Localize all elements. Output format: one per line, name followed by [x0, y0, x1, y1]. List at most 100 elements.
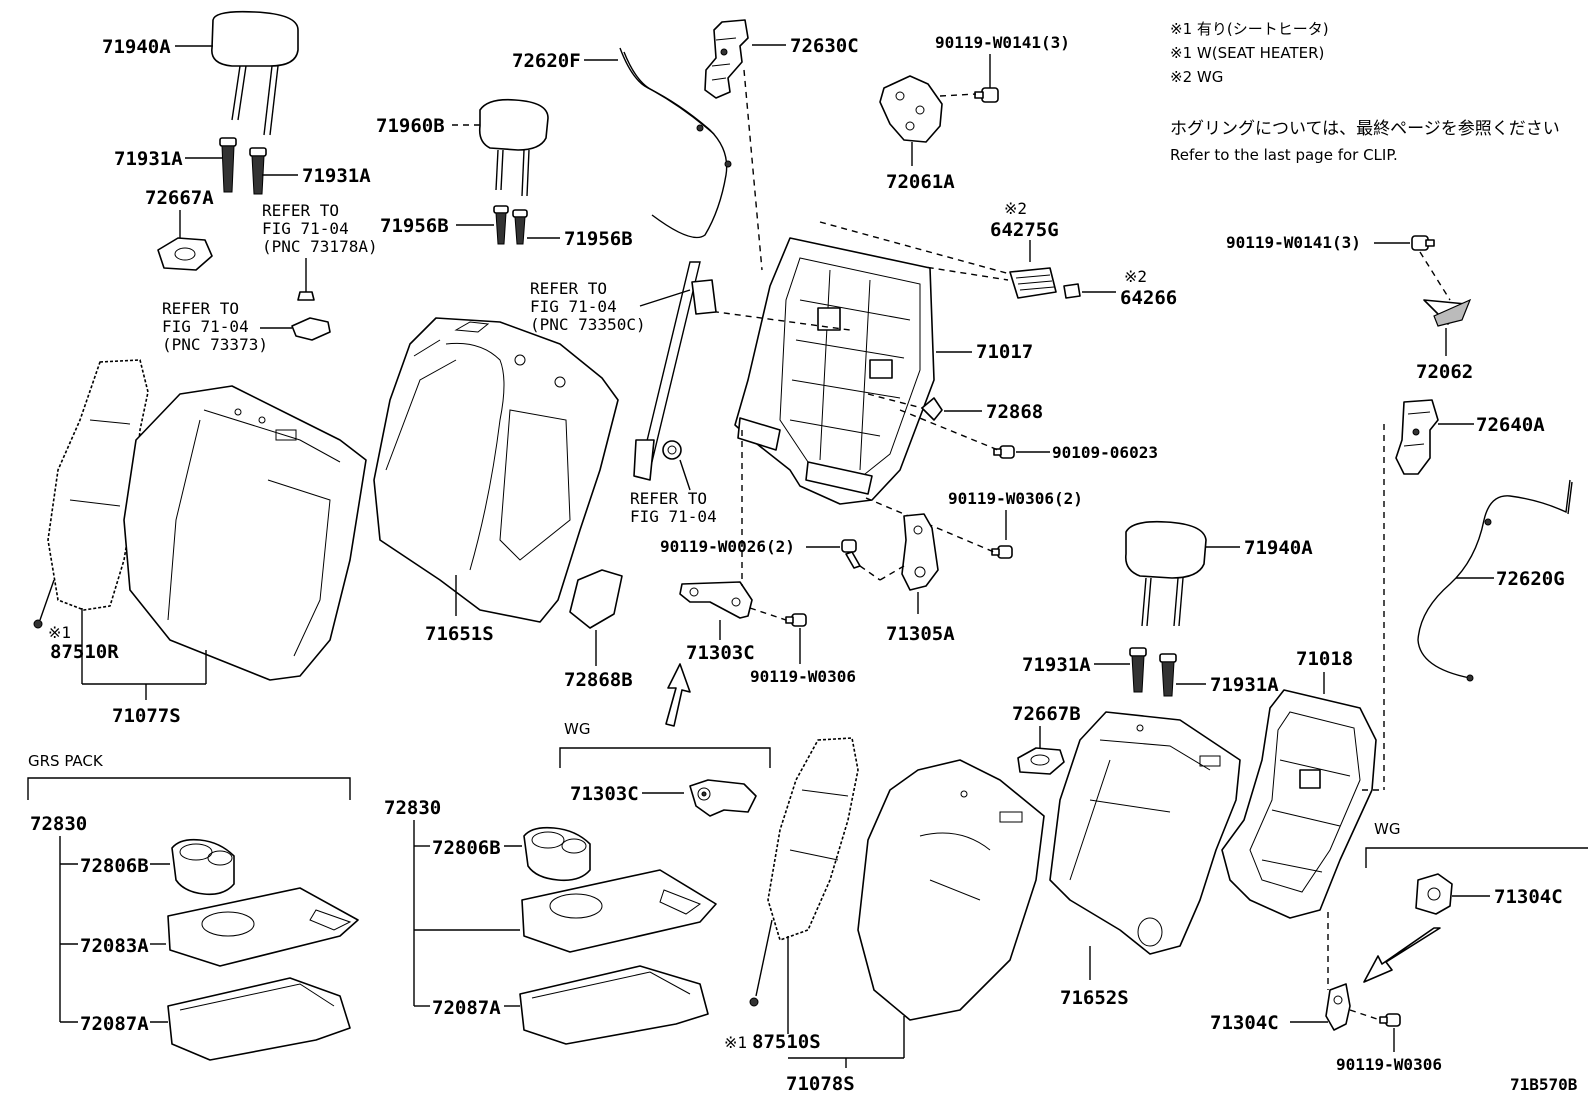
figure-id: 71B570B [1510, 1075, 1578, 1094]
headrest-71960B[interactable] [478, 98, 549, 197]
arrow-up-indicator [665, 663, 691, 727]
label-72667A: 72667A [145, 187, 214, 209]
cable-72620F[interactable] [619, 47, 732, 239]
bolt-90119-W0306-a[interactable] [785, 613, 807, 627]
label-72830-left: 72830 [30, 813, 87, 835]
bolt-90119-W0141-top[interactable] [974, 87, 999, 103]
mark-1-87510R: ※1 [48, 623, 71, 642]
ref-pnc-73373[interactable]: REFER TO FIG 71-04 (PNC 73373) [162, 299, 268, 354]
cover-72868B[interactable] [569, 569, 623, 629]
seat-heater-87510R[interactable] [33, 359, 149, 629]
bracket-72062[interactable] [1423, 298, 1472, 327]
hinge-71303C-a[interactable] [679, 581, 753, 619]
label-72620F: 72620F [512, 50, 581, 72]
mark-1-87510S: ※1 [724, 1033, 747, 1052]
hinge-71304C-b[interactable] [1325, 983, 1351, 1031]
switch-64275G[interactable] [1009, 267, 1057, 299]
label-71931A-right-2: 71931A [1210, 674, 1279, 696]
svg-text:FIG 71-04: FIG 71-04 [162, 317, 249, 336]
seatback-cover-71078S[interactable] [857, 759, 1045, 1021]
armrest-72083A[interactable] [167, 887, 359, 967]
label-72630C: 72630C [790, 35, 859, 57]
bolt-90119-W0306-2[interactable] [991, 545, 1013, 559]
label-71078S: 71078S [786, 1073, 855, 1095]
note-wg: ※2 WG [1170, 68, 1223, 86]
ref-pnc-73178A[interactable]: REFER TO FIG 71-04 (PNC 73178A) [262, 201, 378, 256]
headrest-left[interactable] [211, 10, 299, 136]
seatback-cover-71652S[interactable] [1049, 711, 1241, 955]
seatbelt[interactable] [633, 261, 717, 481]
headrest-guide-71956B-2[interactable] [512, 209, 528, 245]
headrest-guide-71956B-1[interactable] [493, 205, 509, 245]
label-71304C-b: 71304C [1210, 1012, 1279, 1034]
hinge-71304C-a[interactable] [1415, 873, 1453, 915]
label-90119-W0026-2: 90119-W0026(2) [660, 537, 795, 556]
label-71652S: 71652S [1060, 987, 1129, 1009]
svg-text:REFER TO: REFER TO [530, 279, 607, 298]
clip-72868[interactable] [921, 397, 943, 421]
note-clip-en: Refer to the last page for CLIP. [1170, 146, 1398, 164]
label-90119-W0306-2: 90119-W0306(2) [948, 489, 1083, 508]
svg-text:REFER TO: REFER TO [162, 299, 239, 318]
hinge-71303C-b[interactable] [689, 779, 757, 817]
seatback-cover-71077S[interactable] [123, 385, 367, 681]
armrest-72083A-center[interactable] [521, 869, 717, 953]
label-71960B: 71960B [376, 115, 445, 137]
label-71304C-a: 71304C [1494, 886, 1563, 908]
seat-heater-87510S[interactable] [749, 737, 859, 1007]
note-seat-heater-en: ※1 W(SEAT HEATER) [1170, 44, 1324, 62]
svg-text:FIG 71-04: FIG 71-04 [630, 507, 717, 526]
lock-72640A[interactable] [1395, 399, 1439, 475]
label-72868: 72868 [986, 401, 1043, 423]
bolt-90109-06023[interactable] [993, 445, 1015, 459]
label-71931A-left-2: 71931A [302, 165, 371, 187]
label-71956B-2: 71956B [564, 228, 633, 250]
bolt-90119-W0306-b[interactable] [1379, 1013, 1401, 1027]
label-72640A: 72640A [1476, 414, 1545, 436]
svg-text:(PNC 73373): (PNC 73373) [162, 335, 268, 354]
label-71931A-right-1: 71931A [1022, 654, 1091, 676]
label-72806B-left: 72806B [80, 855, 149, 877]
label-72061A: 72061A [886, 171, 955, 193]
svg-text:REFER TO: REFER TO [630, 489, 707, 508]
group-wg-center: WG [564, 720, 590, 738]
escutcheon-72667B[interactable] [1017, 747, 1065, 775]
label-90119-W0141-3-right: 90119-W0141(3) [1226, 233, 1361, 252]
label-72667B: 72667B [1012, 703, 1081, 725]
cup-holder-72806B-left[interactable] [171, 838, 235, 896]
hinge-71305A[interactable] [901, 513, 939, 591]
ref-fig-7104[interactable]: REFER TO FIG 71-04 [630, 489, 717, 526]
headrest-guide-left-2[interactable] [249, 147, 267, 195]
label-72062: 72062 [1416, 361, 1473, 383]
cable-72620G[interactable] [1417, 479, 1573, 682]
label-71017: 71017 [976, 341, 1033, 363]
headrest-guide-right-1[interactable] [1129, 647, 1147, 693]
svg-text:REFER TO: REFER TO [262, 201, 339, 220]
label-90119-W0141-3-top: 90119-W0141(3) [935, 33, 1070, 52]
label-87510R: 87510R [50, 641, 119, 663]
note-seat-heater-jp: ※1 有り(シートヒータ) [1170, 20, 1329, 38]
nut-7104[interactable] [662, 440, 682, 460]
headrest-guide-right-2[interactable] [1159, 653, 1177, 697]
armrest-72087A-center[interactable] [519, 965, 709, 1045]
escutcheon-72667A[interactable] [157, 237, 213, 271]
mark-2-64275G: ※2 [1004, 199, 1027, 218]
ref-pnc-73350C[interactable]: REFER TO FIG 71-04 (PNC 73350C) [530, 279, 646, 334]
bracket-72061A[interactable] [879, 75, 943, 143]
svg-text:(PNC 73350C): (PNC 73350C) [530, 315, 646, 334]
cup-holder-72806B-center[interactable] [523, 826, 591, 882]
seatback-cover-71651S[interactable] [373, 317, 619, 623]
seatback-frame-71018[interactable] [1221, 689, 1377, 919]
connector-64266[interactable] [1063, 283, 1081, 299]
label-90119-W0306-b: 90119-W0306 [1336, 1055, 1442, 1074]
bolt-90119-W0141-right[interactable] [1411, 235, 1435, 251]
headrest-right[interactable] [1124, 520, 1207, 627]
bolt-90119-W0026-2[interactable] [841, 539, 861, 569]
headrest-guide-left-1[interactable] [219, 137, 237, 193]
armrest-72087A-left[interactable] [167, 977, 351, 1061]
lock-72630C[interactable] [704, 19, 749, 99]
seatback-frame-71017[interactable] [734, 237, 935, 505]
label-71305A: 71305A [886, 623, 955, 645]
label-71931A-left-1: 71931A [114, 148, 183, 170]
